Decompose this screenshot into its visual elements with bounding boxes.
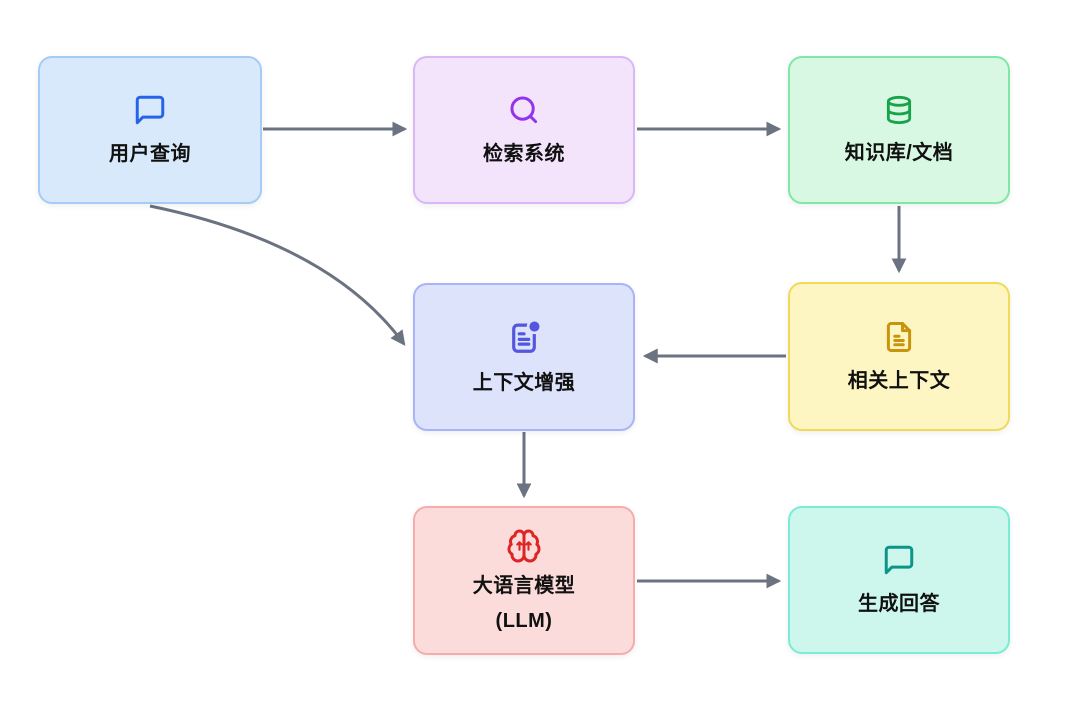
node-retrieval-system: 检索系统	[413, 56, 635, 204]
brain-icon	[506, 528, 542, 564]
node-label: 知识库/文档	[844, 142, 954, 164]
document-badge-icon	[505, 318, 543, 356]
node-generate-answer: 生成回答	[788, 506, 1010, 654]
node-llm: 大语言模型 (LLM)	[413, 506, 635, 655]
search-icon	[507, 93, 541, 127]
node-label: 生成回答	[858, 593, 940, 615]
node-sublabel: (LLM)	[495, 609, 553, 632]
node-label: 用户查询	[109, 143, 191, 165]
chat-bubble-icon	[882, 543, 916, 577]
node-relevant-context: 相关上下文	[788, 282, 1010, 431]
node-knowledge-base: 知识库/文档	[788, 56, 1010, 204]
node-label: 上下文增强	[472, 372, 576, 394]
node-context-augmentation: 上下文增强	[413, 283, 635, 431]
database-icon	[883, 94, 915, 126]
document-icon	[882, 320, 916, 354]
edge-user-query-to-context-augmentation	[149, 204, 406, 346]
node-label: 检索系统	[483, 143, 565, 165]
chat-bubble-icon	[133, 93, 167, 127]
node-label: 相关上下文	[847, 369, 951, 392]
node-user-query: 用户查询	[38, 56, 262, 204]
node-label: 大语言模型	[472, 574, 576, 597]
